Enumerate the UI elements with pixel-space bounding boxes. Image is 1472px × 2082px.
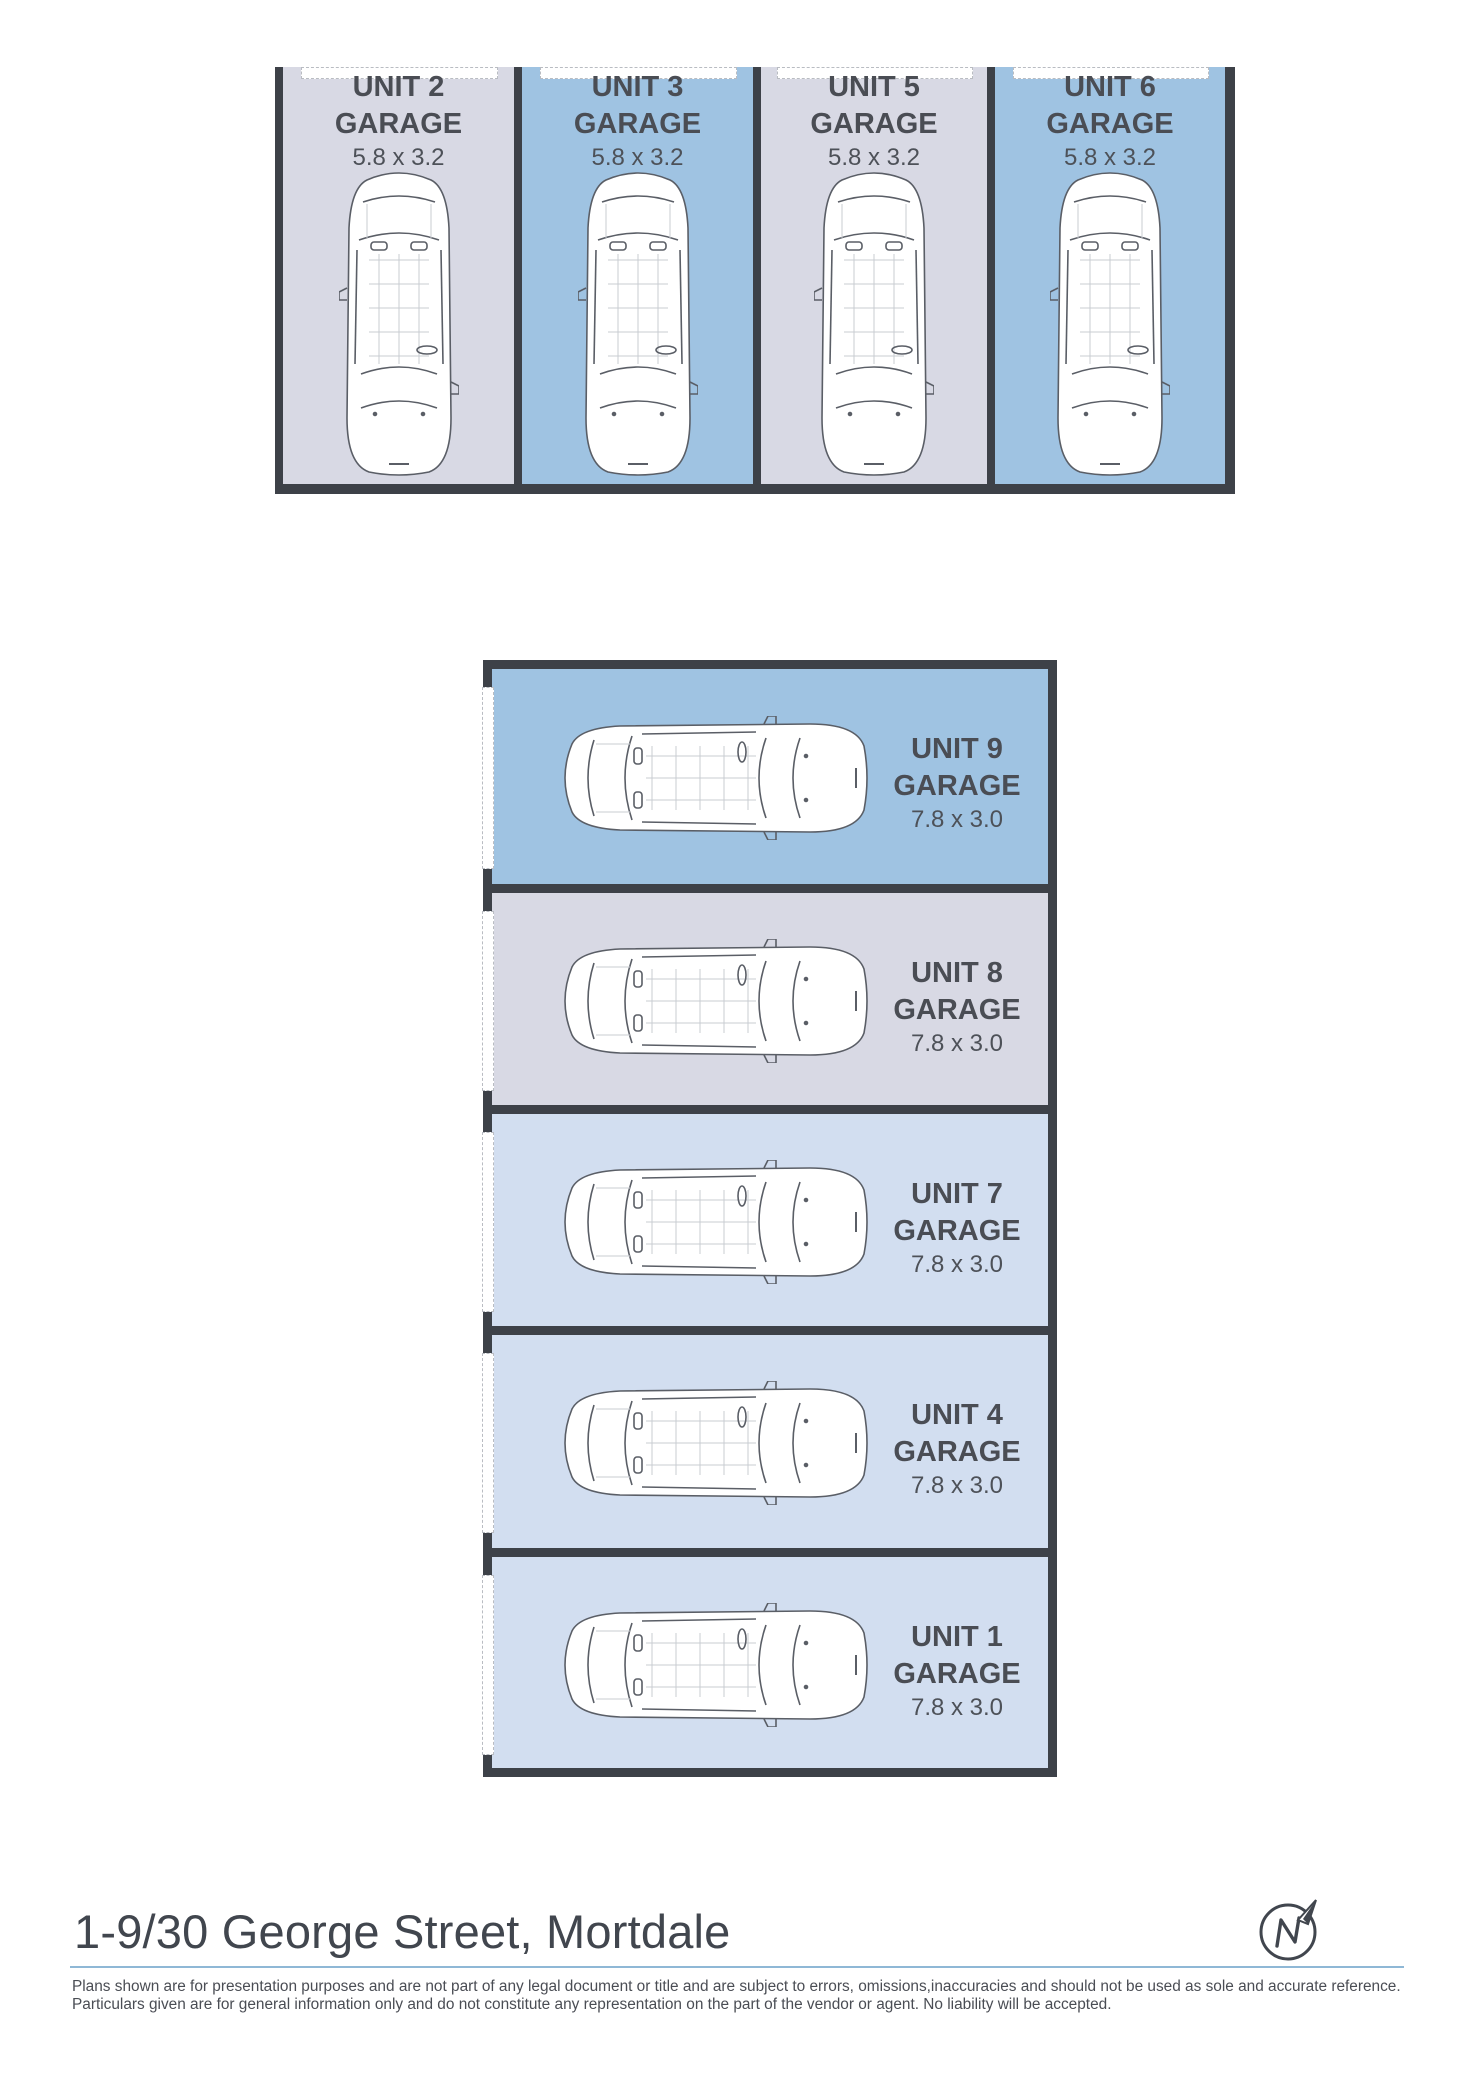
unit-name: UNIT 2	[352, 71, 445, 103]
garage-door	[482, 1353, 494, 1533]
room-type: GARAGE	[810, 108, 938, 140]
garage-unit-6: UNIT 6 GARAGE 5.8 x 3.2	[995, 67, 1225, 484]
room-size: 5.8 x 3.2	[352, 144, 445, 171]
unit-name: UNIT 9	[911, 733, 1003, 765]
car-icon	[560, 1603, 870, 1727]
garage-label: UNIT 1 GARAGE 7.8 x 3.0	[872, 1619, 1042, 1723]
car-icon	[560, 1160, 870, 1284]
unit-name: UNIT 4	[911, 1399, 1003, 1431]
garage-unit-5: UNIT 5 GARAGE 5.8 x 3.2	[761, 67, 987, 484]
unit-name: UNIT 6	[1064, 71, 1156, 103]
disclaimer-text: Plans shown are for presentation purpose…	[72, 1978, 1401, 2013]
car-icon	[339, 168, 459, 476]
garage-door	[1013, 67, 1209, 79]
garage-label: UNIT 9 GARAGE 7.8 x 3.0	[872, 731, 1042, 835]
room-type: GARAGE	[1046, 108, 1174, 140]
room-size: 5.8 x 3.2	[1063, 144, 1157, 171]
garage-door	[482, 687, 494, 869]
room-size: 7.8 x 3.0	[910, 1472, 1004, 1499]
room-size: 7.8 x 3.0	[910, 806, 1004, 833]
car-icon	[560, 939, 870, 1063]
room-type: GARAGE	[893, 1658, 1021, 1690]
garage-label: UNIT 5 GARAGE 5.8 x 3.2	[761, 69, 987, 173]
room-size: 5.8 x 3.2	[827, 144, 921, 171]
property-address: 1-9/30 George Street, Mortdale	[74, 1905, 731, 1958]
car-icon	[814, 168, 934, 476]
car-icon	[560, 716, 870, 840]
garage-label: UNIT 8 GARAGE 7.8 x 3.0	[872, 955, 1042, 1059]
garage-unit-8: UNIT 8 GARAGE 7.8 x 3.0	[482, 893, 1048, 1105]
car-icon	[1050, 168, 1170, 476]
garage-door	[540, 67, 737, 79]
garage-label: UNIT 6 GARAGE 5.8 x 3.2	[995, 69, 1225, 173]
room-size: 7.8 x 3.0	[910, 1251, 1004, 1278]
north-arrow-icon	[1258, 1896, 1324, 1962]
unit-name: UNIT 1	[911, 1621, 1003, 1653]
room-type: GARAGE	[893, 770, 1021, 802]
garage-unit-9: UNIT 9 GARAGE 7.8 x 3.0	[482, 669, 1048, 884]
garage-unit-7: UNIT 7 GARAGE 7.8 x 3.0	[482, 1114, 1048, 1326]
room-type: GARAGE	[334, 108, 463, 140]
garage-unit-4: UNIT 4 GARAGE 7.8 x 3.0	[482, 1335, 1048, 1548]
unit-name: UNIT 5	[828, 71, 920, 103]
garage-unit-1: UNIT 1 GARAGE 7.8 x 3.0	[482, 1557, 1048, 1768]
garage-door	[777, 67, 973, 79]
garage-door	[482, 911, 494, 1091]
garage-door	[301, 67, 498, 79]
car-icon	[560, 1381, 870, 1505]
room-type: GARAGE	[893, 1215, 1021, 1247]
garage-label: UNIT 7 GARAGE 7.8 x 3.0	[872, 1176, 1042, 1280]
car-icon	[578, 168, 698, 476]
footer-divider	[70, 1966, 1404, 1968]
room-type: GARAGE	[893, 1436, 1021, 1468]
unit-name: UNIT 3	[591, 71, 684, 103]
unit-name: UNIT 8	[911, 957, 1003, 989]
room-size: 5.8 x 3.2	[591, 144, 684, 171]
garage-label: UNIT 3 GARAGE 5.8 x 3.2	[522, 69, 753, 173]
garage-label: UNIT 4 GARAGE 7.8 x 3.0	[872, 1397, 1042, 1501]
unit-name: UNIT 7	[911, 1178, 1003, 1210]
room-size: 7.8 x 3.0	[910, 1694, 1004, 1721]
garage-unit-3: UNIT 3 GARAGE 5.8 x 3.2	[522, 67, 753, 484]
garage-door	[482, 1575, 494, 1755]
room-size: 7.8 x 3.0	[910, 1030, 1004, 1057]
garage-label: UNIT 2 GARAGE 5.8 x 3.2	[283, 69, 514, 173]
room-type: GARAGE	[893, 994, 1021, 1026]
room-type: GARAGE	[573, 108, 702, 140]
garage-unit-2: UNIT 2 GARAGE 5.8 x 3.2	[283, 67, 514, 484]
garage-door	[482, 1132, 494, 1312]
